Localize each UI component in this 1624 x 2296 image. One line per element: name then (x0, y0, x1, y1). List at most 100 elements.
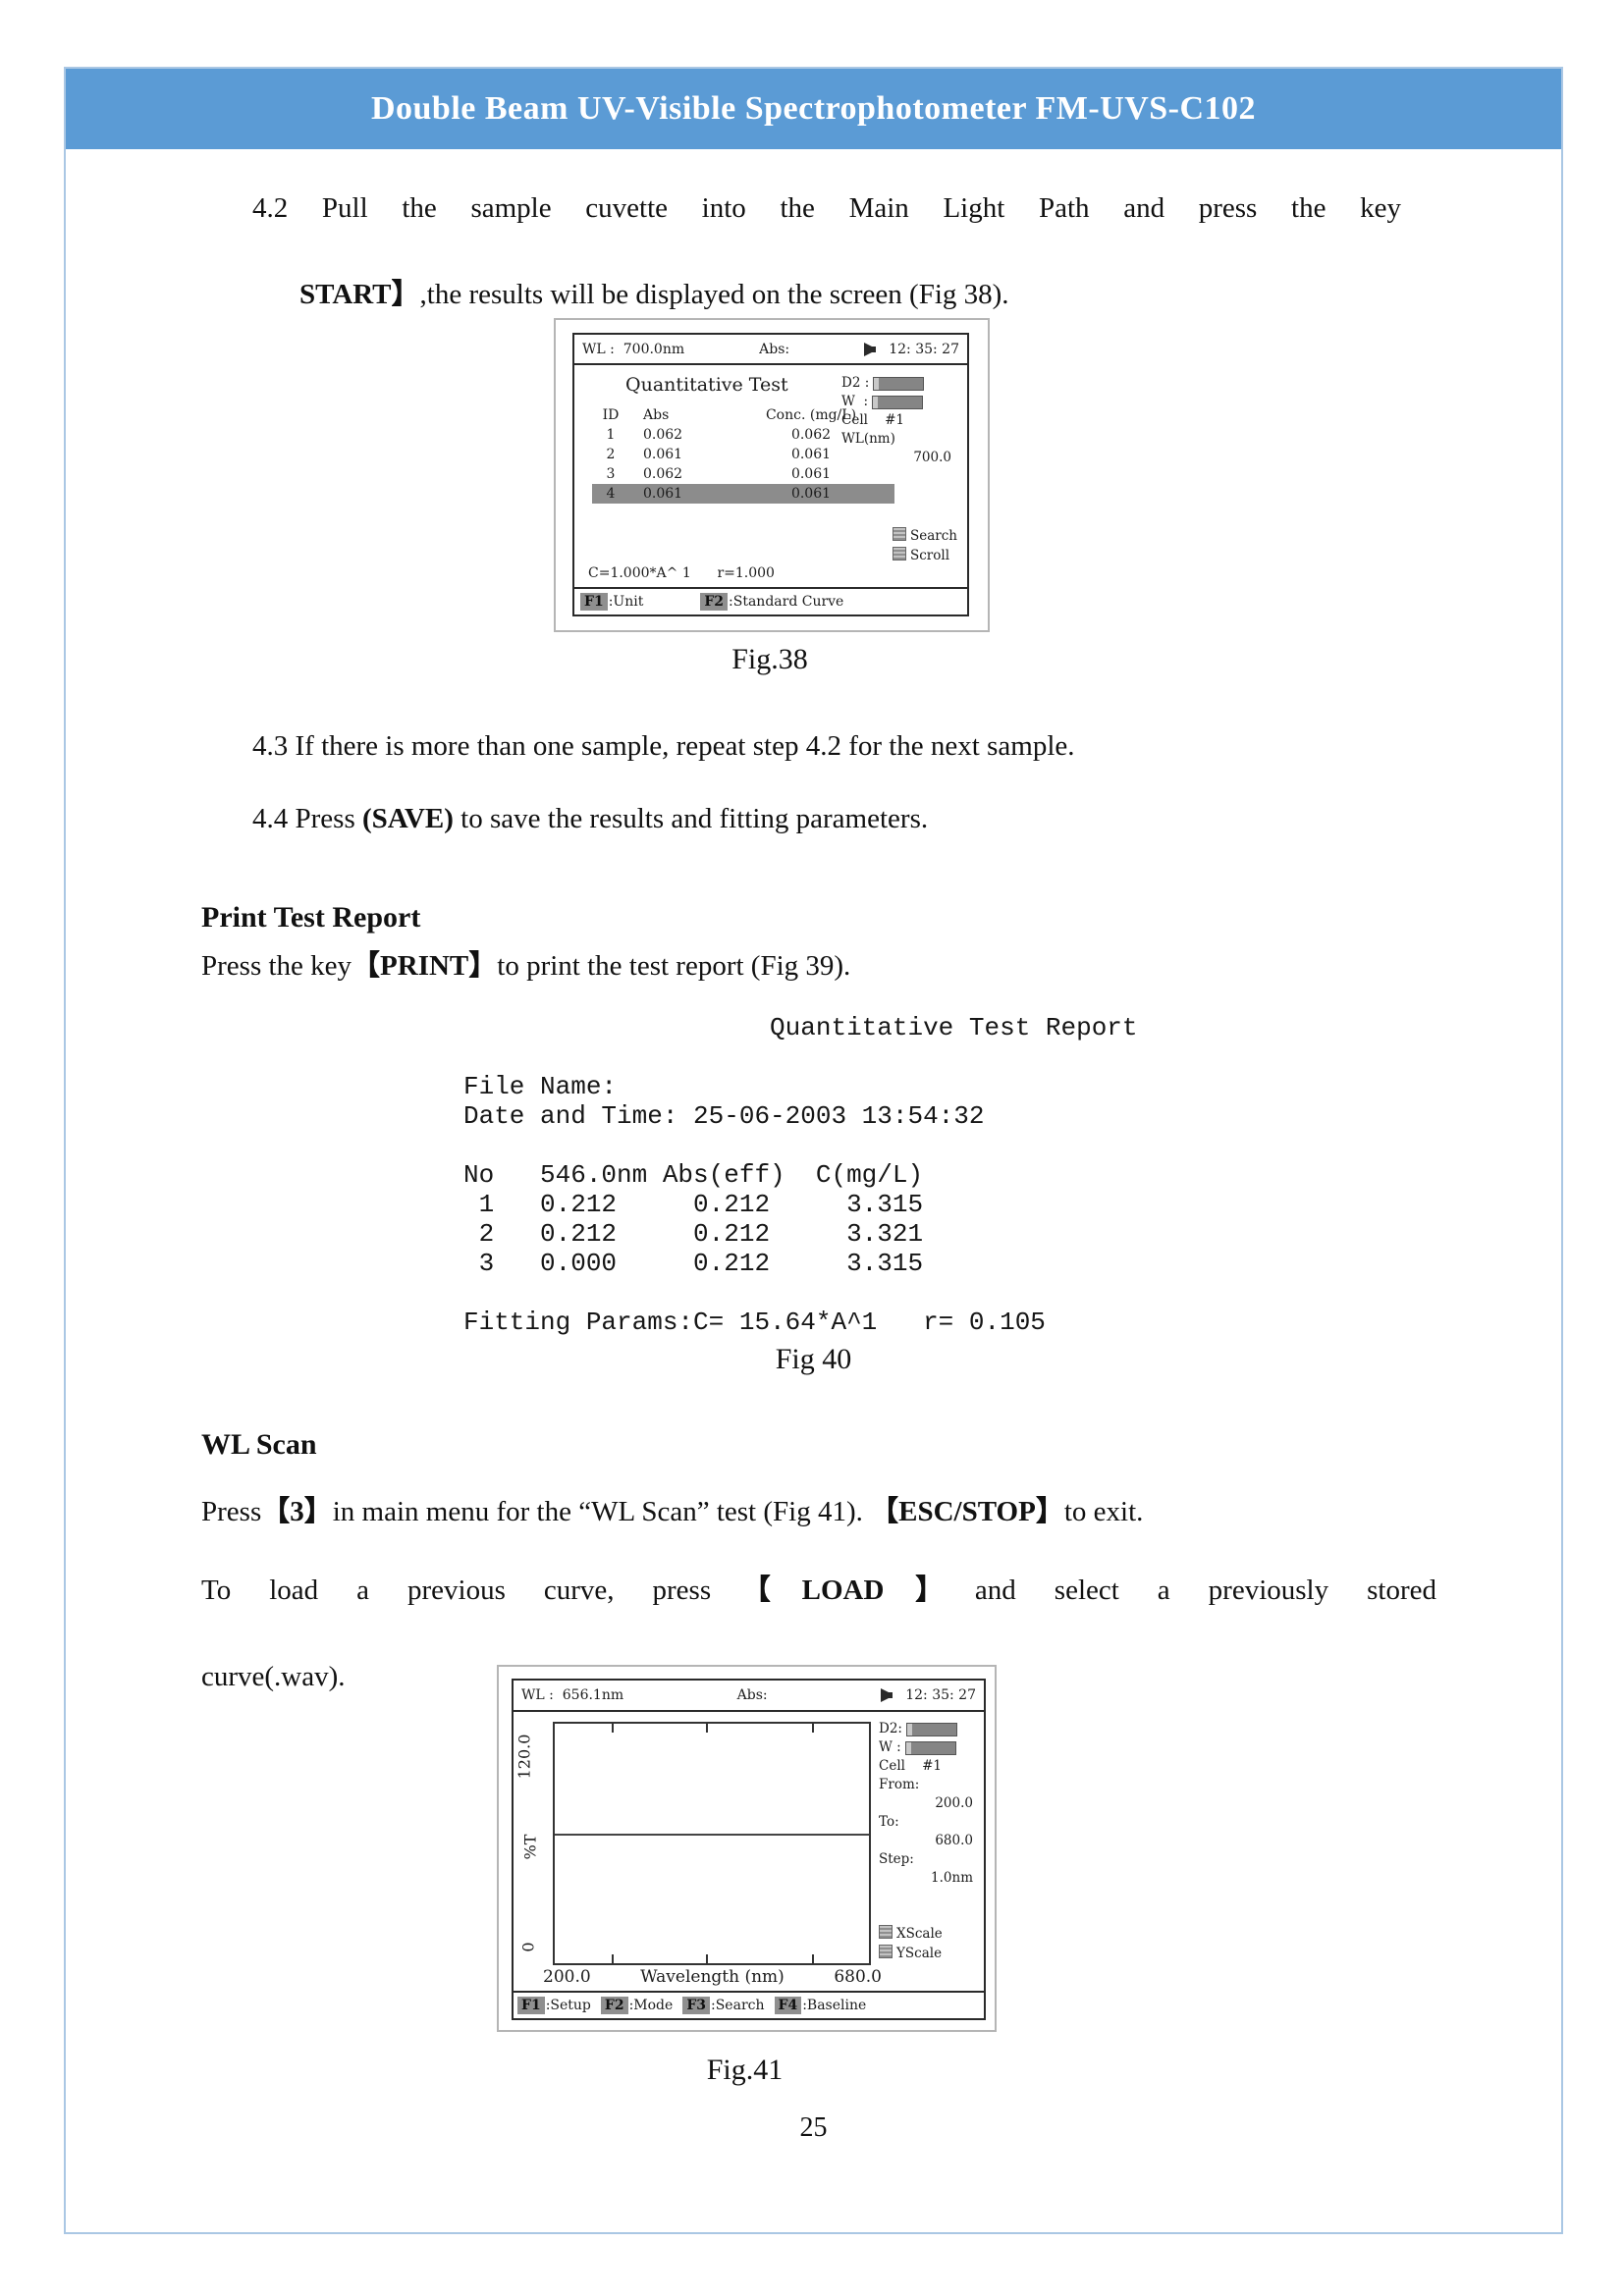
table-row: 1 0.062 0.062 (592, 425, 894, 445)
step-label: Step: (879, 1851, 914, 1867)
fkey-baseline: F4:Baseline (774, 1997, 867, 2014)
x-tick (812, 1724, 815, 1733)
step-value: 1.0nm (931, 1870, 973, 1886)
paragraph-4-4-pre: 4.4 Press (252, 803, 362, 834)
instrument-screen-quantitative: WL : 700.0nm Abs: 12: 35: 27 Quantitativ… (572, 333, 969, 616)
fig38-function-key-bar: F1:Unit F2:Standard Curve (574, 587, 967, 614)
figure-38-caption: Fig.38 (731, 643, 808, 675)
f4-key-chip: F4 (774, 1997, 802, 2014)
yscale-hint-label: YScale (896, 1946, 943, 1961)
f1-key-label: Unit (613, 594, 644, 610)
cell-id: 2 (606, 447, 616, 462)
wl-scan-paragraph: Press【3】in main menu for the “WL Scan” t… (201, 1490, 1143, 1533)
search-hint-label: Search (910, 528, 957, 544)
figure-41-caption: Fig.41 (706, 2054, 784, 2086)
table-header-row: ID Abs Conc. (mg/L) (592, 405, 894, 425)
search-hint: Search (893, 526, 957, 546)
cell-id: 1 (606, 427, 616, 443)
x-tick (705, 1724, 708, 1733)
fig38-wl-readout: WL : 700.0nm (582, 341, 685, 357)
w-lamp-row: W : (841, 393, 957, 411)
table-row: 2 0.061 0.061 (592, 445, 894, 464)
key-load-label: 【LOAD】 (711, 1575, 975, 1606)
col-header-abs: Abs (643, 407, 670, 423)
fkey-search: F3:Search (682, 1997, 765, 2014)
x-axis-title: Wavelength (nm) (640, 1967, 785, 1987)
xscale-hint-label: XScale (896, 1926, 943, 1942)
fig38-screen-title: Quantitative Test (625, 374, 788, 396)
f2-key-chip: F2 (700, 593, 729, 611)
d2-lamp-label: D2 : (841, 375, 870, 391)
load-curve-paragraph: To load a previous curve, press【LOAD】and… (201, 1569, 1436, 1698)
yscale-hint: YScale (879, 1944, 943, 1963)
load-rest: and select a previously stored (974, 1575, 1436, 1606)
fig41-status-bar: WL : 656.1nm Abs: 12: 35: 27 (514, 1681, 984, 1712)
paragraph-4-2-line2: START】,the results will be displayed on … (252, 273, 1401, 316)
x-tick (812, 1954, 815, 1963)
load-curve-line1: To load a previous curve, press【LOAD】and… (201, 1569, 1436, 1655)
page-frame: Double Beam UV-Visible Spectrophotometer… (64, 67, 1563, 2234)
y-axis-min-label: 0 (518, 1942, 538, 1952)
cell-abs: 0.061 (643, 447, 683, 462)
cell-indicator: Cell #1 (841, 412, 905, 428)
cell-indicator: Cell #1 (879, 1758, 943, 1774)
figure-38: WL : 700.0nm Abs: 12: 35: 27 Quantitativ… (554, 318, 990, 632)
speaker-icon (864, 342, 881, 356)
speaker-icon (881, 1688, 897, 1702)
y-axis-title: %T (520, 1834, 540, 1860)
fig38-status-bar: WL : 700.0nm Abs: 12: 35: 27 (574, 335, 967, 365)
f1-key-chip: F1 (517, 1997, 545, 2014)
x-tick (705, 1954, 708, 1963)
cell-conc: 0.062 (790, 427, 832, 443)
wl-scan-heading: WL Scan (201, 1428, 317, 1461)
load-curve-line2: curve(.wav). (201, 1661, 346, 1692)
w-lamp-label: W : (841, 394, 869, 409)
fig38-results-table: ID Abs Conc. (mg/L) 1 0.062 0.062 2 0.06… (592, 405, 894, 504)
scroll-hint: Scroll (893, 546, 957, 565)
scan-plot-area (553, 1722, 871, 1965)
w-lamp-energy-bar (872, 395, 924, 409)
cell-abs: 0.062 (643, 427, 683, 443)
to-value: 680.0 (935, 1833, 973, 1848)
f3-key-label: Search (715, 1998, 765, 2013)
print-report-paragraph: Press the key【PRINT】to print the test re… (201, 944, 850, 988)
key-start-label: START】 (299, 279, 420, 310)
wl-pre: Press (201, 1496, 262, 1527)
x-axis-row: 200.0 Wavelength (nm) 680.0 (543, 1967, 882, 1987)
baseline-trace (555, 1834, 869, 1836)
d2-lamp-row: D2: (879, 1720, 977, 1738)
wl-mid: in main menu for the “WL Scan” test (Fig… (332, 1496, 871, 1527)
fig41-mode-readout: Abs: (736, 1687, 768, 1703)
paragraph-4-4-rest: to save the results and fitting paramete… (453, 803, 929, 834)
keypad-icon (879, 1925, 893, 1939)
print-pre: Press the key (201, 950, 352, 982)
to-label: To: (879, 1814, 899, 1830)
x-tick (611, 1724, 614, 1733)
fig41-wl-readout: WL : 656.1nm (521, 1687, 624, 1703)
fkey-mode: F2:Mode (600, 1997, 673, 2014)
keypad-icon (893, 547, 906, 561)
key-print-label: 【PRINT】 (352, 950, 498, 982)
w-lamp-label: W : (879, 1739, 901, 1755)
keypad-icon (879, 1945, 893, 1958)
fkey-setup: F1:Setup (517, 1997, 591, 2014)
table-row: 3 0.062 0.061 (592, 464, 894, 484)
w-lamp-row: W : (879, 1738, 977, 1757)
key-esc-stop-label: 【ESC/STOP】 (870, 1496, 1064, 1527)
f4-key-label: Baseline (806, 1998, 867, 2013)
table-row-selected: 4 0.061 0.061 (592, 484, 894, 504)
cell-abs: 0.061 (643, 486, 683, 502)
wl-rest: to exit. (1063, 1496, 1144, 1527)
key-save-label: (SAVE) (361, 803, 454, 834)
keypad-icon (893, 527, 906, 541)
d2-lamp-row: D2 : (841, 374, 957, 393)
fig38-mode-readout: Abs: (759, 341, 790, 357)
cell-conc: 0.061 (790, 466, 832, 482)
w-lamp-energy-bar (904, 1740, 956, 1755)
from-label: From: (879, 1777, 920, 1792)
fig38-clock: 12: 35: 27 (889, 341, 959, 357)
key-3-label: 【3】 (261, 1496, 333, 1527)
d2-lamp-energy-bar (905, 1722, 957, 1736)
figure-41: WL : 656.1nm Abs: 12: 35: 27 120.0 %T 0 (497, 1665, 997, 2032)
scroll-hint-label: Scroll (910, 548, 950, 563)
